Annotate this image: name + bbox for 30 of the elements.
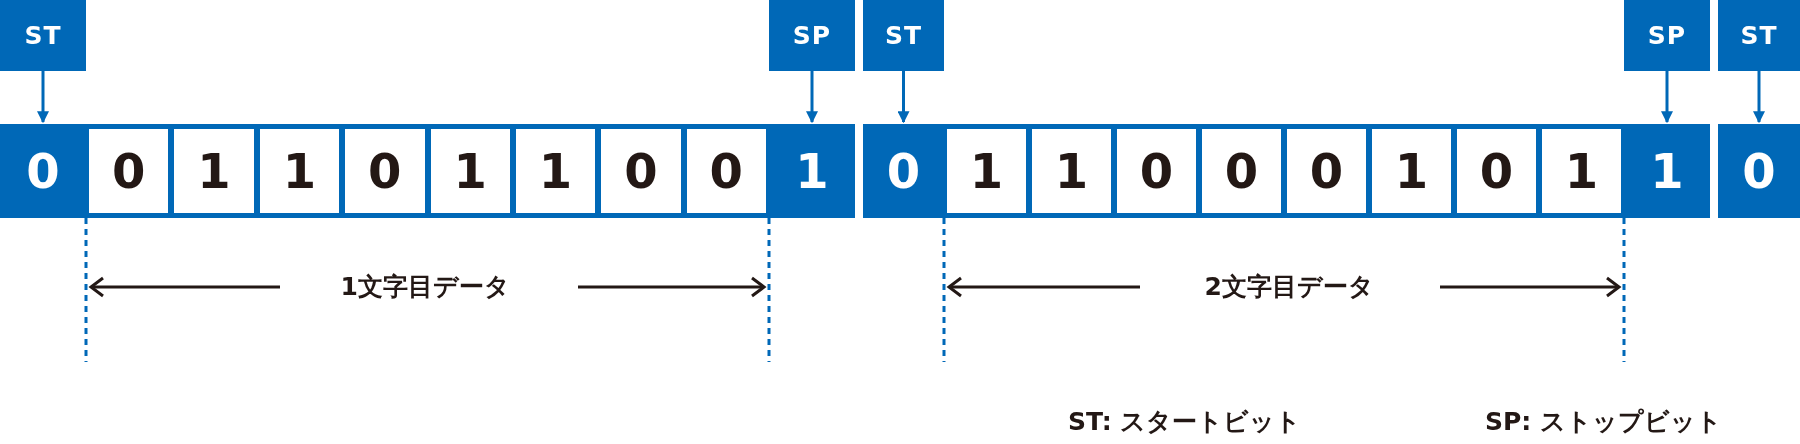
data-span-label: 2文字目データ bbox=[1204, 271, 1374, 303]
data-bit-cell: 1 bbox=[515, 129, 596, 213]
arrow bbox=[1661, 71, 1673, 124]
legend-note: ST: スタートビット bbox=[1068, 406, 1302, 438]
data-span-label: 1文字目データ bbox=[340, 271, 510, 303]
label-tag: ST bbox=[863, 0, 944, 71]
legend-note: SP: ストップビット bbox=[1485, 406, 1723, 438]
label-tag: ST bbox=[0, 0, 86, 71]
data-bit-cell: 1 bbox=[1542, 129, 1621, 213]
data-bit-cell: 0 bbox=[686, 129, 766, 213]
data-bit-cell: 1 bbox=[174, 129, 254, 213]
data-bit-cell: 0 bbox=[1202, 129, 1281, 213]
data-bit-cell: 1 bbox=[259, 129, 340, 213]
arrow bbox=[1753, 71, 1765, 124]
data-bit-cell: 0 bbox=[1287, 129, 1366, 213]
data-bit-cell: 0 bbox=[89, 129, 169, 213]
label-tag: SP bbox=[769, 0, 855, 71]
arrow bbox=[897, 71, 910, 124]
data-bit-cell: 0 bbox=[1457, 129, 1536, 213]
label-tag: ST bbox=[1718, 0, 1800, 71]
data-bit-cell: 0 bbox=[601, 129, 681, 213]
data-bit-cell: 1 bbox=[1372, 129, 1451, 213]
data-bit-cell: 1 bbox=[1032, 129, 1111, 213]
arrow bbox=[37, 71, 49, 124]
data-bit-cell: 1 bbox=[947, 129, 1026, 213]
data-bit-cell: 0 bbox=[1117, 129, 1196, 213]
arrow bbox=[806, 71, 818, 124]
data-bit-cell: 0 bbox=[345, 129, 425, 213]
data-bit-cell: 1 bbox=[430, 129, 510, 213]
label-tag: SP bbox=[1624, 0, 1710, 71]
